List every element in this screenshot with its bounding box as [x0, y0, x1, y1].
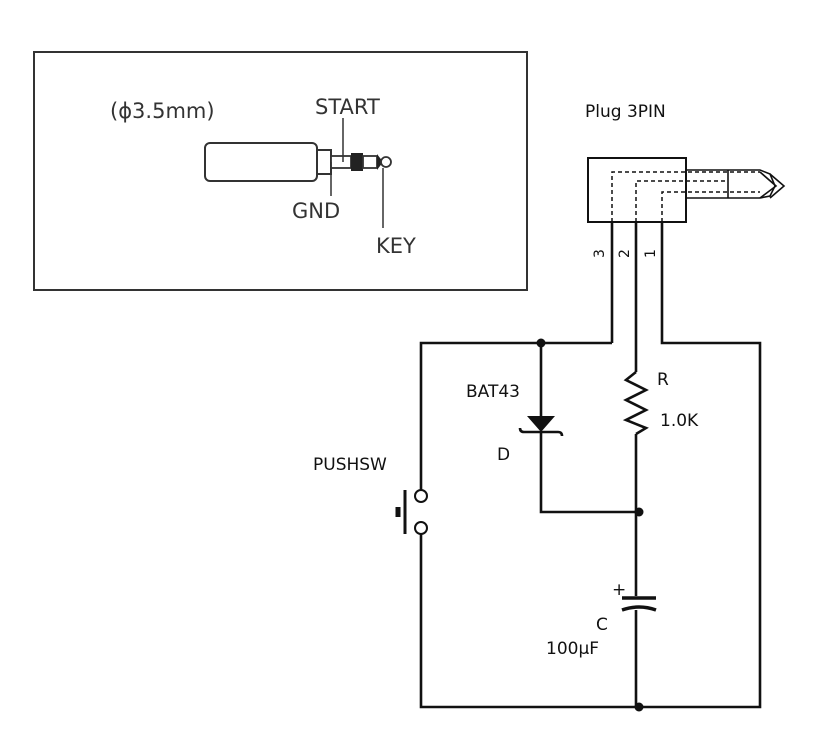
diode-schottky-bar [518, 427, 564, 437]
diode-ref: D [497, 445, 510, 465]
inset-diameter-label: (ϕ3.5mm) [110, 99, 215, 123]
cap-plate-negative [621, 605, 657, 612]
inset-key-label: KEY [376, 234, 416, 258]
resistor-r: R 1.0K [622, 370, 699, 436]
capacitor-c: + C 100μF [546, 580, 657, 659]
switch-contact-top [414, 489, 428, 503]
pin-1-contact [661, 191, 760, 222]
plug-housing [587, 157, 687, 223]
capacitor-value: 100μF [546, 639, 599, 659]
pin-3-number: 3 [592, 249, 608, 258]
inset-gnd-label: GND [292, 199, 340, 223]
junction-dot [634, 507, 644, 517]
junction-dot [536, 338, 546, 348]
plug-tip [380, 156, 392, 168]
cap-polarity-mark: + [612, 580, 626, 600]
resistor-value: 1.0K [660, 411, 699, 431]
diode-triangle [527, 416, 555, 432]
wire-top-left [419, 341, 612, 492]
wire-diode-bottom [539, 432, 636, 514]
plug-collar [316, 149, 332, 175]
pin-1-number: 1 [643, 249, 659, 258]
pin-2-number: 2 [617, 249, 633, 258]
plug-insulator [351, 153, 363, 171]
pin-3-contact [611, 171, 760, 222]
plug-3pin-symbol: Plug 3PIN 3 2 1 [585, 102, 786, 258]
push-switch: PUSHSW [313, 455, 428, 535]
diode-part-number: BAT43 [466, 382, 520, 402]
wires [419, 222, 762, 709]
plug-drawing [204, 118, 392, 228]
switch-ref: PUSHSW [313, 455, 387, 475]
capacitor-ref: C [596, 615, 608, 635]
jack-tip [759, 171, 778, 199]
junction-dot [634, 702, 644, 712]
switch-contact-bottom [414, 521, 428, 535]
wire-loop-right [419, 222, 762, 709]
plug-insulator-2 [377, 154, 383, 170]
plug-sleeve [330, 155, 352, 169]
plug-body [204, 142, 318, 182]
inset-start-label: START [315, 95, 380, 119]
plug-illustration-inset: (ϕ3.5mm) START GND KEY [33, 51, 528, 291]
plug-title: Plug 3PIN [585, 102, 666, 122]
resistor-ref: R [657, 370, 669, 390]
resistor-zigzag [622, 370, 649, 436]
jack-tip-outer [769, 173, 786, 199]
plug-ring [362, 155, 378, 169]
diode-d: BAT43 D [466, 382, 564, 465]
